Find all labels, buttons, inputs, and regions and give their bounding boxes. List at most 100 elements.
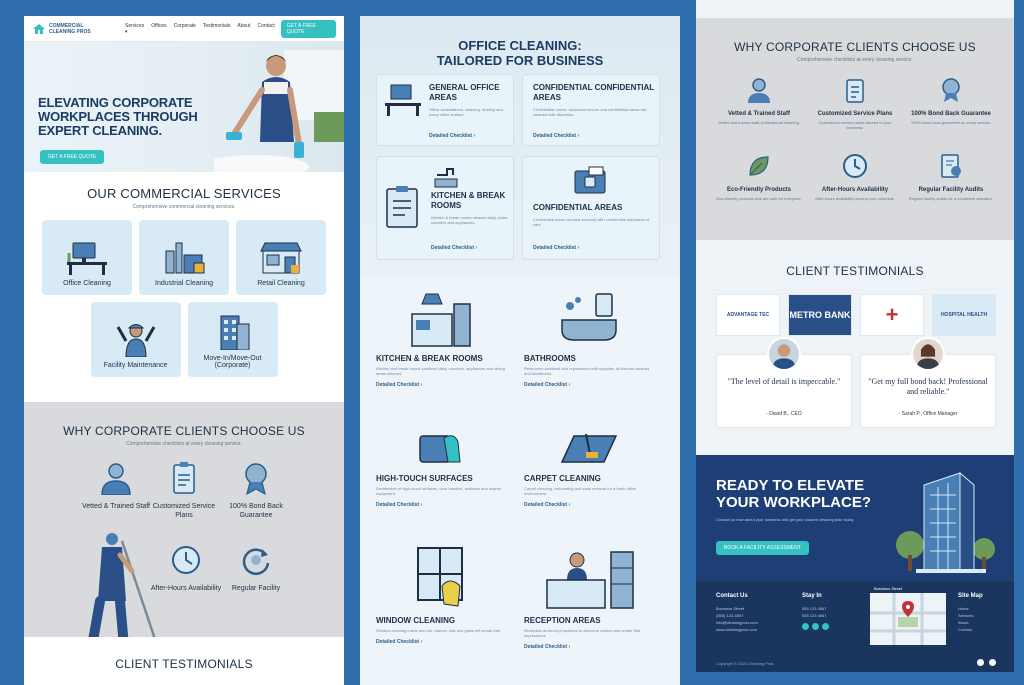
why-subtitle: Comprehensive checklists at every cleani… (797, 57, 913, 63)
why-item-after-hours: After-Hours Availability After-hours ava… (810, 153, 900, 201)
social-icon[interactable] (977, 659, 984, 666)
linkedin-icon[interactable] (822, 623, 829, 630)
nav-about[interactable]: About (237, 22, 251, 29)
avatar (767, 337, 801, 371)
nav-testimonials[interactable]: Testimonials (202, 22, 231, 29)
tile-desc: Kitchen & break rooms cleaned daily, sin… (431, 215, 509, 225)
office-cleaning-title: OFFICE CLEANING: TAILORED FOR BUSINESS (360, 16, 680, 68)
tile-desc: Office workstations, cleaning, dusting a… (429, 107, 503, 117)
hero-quote-button[interactable]: GET A FREE QUOTE (40, 150, 105, 164)
item-windows[interactable]: WINDOW CLEANING Window cleaning inside a… (376, 546, 506, 645)
nav-services[interactable]: Services ▾ (125, 22, 145, 35)
tile-checklist-link[interactable]: Detailed Checklist › (431, 245, 478, 251)
homepage-panel: COMMERCIAL CLEANING PROS Services ▾ Offi… (24, 16, 344, 685)
why-item-facility: Regular Facility (216, 543, 296, 593)
tile-kitchen[interactable]: KITCHEN & BREAK ROOMS Kitchen & break ro… (376, 156, 514, 260)
footer-contact-list: Business Street (555) 123-4567 info@clea… (716, 605, 758, 633)
item-kitchen[interactable]: KITCHEN & BREAK ROOMS Kitchen and break … (376, 290, 506, 388)
item-high-touch[interactable]: HIGH-TOUCH SURFACES Disinfection of high… (376, 428, 506, 508)
item-desc: Kitchen and break rooms sanitized daily,… (376, 366, 505, 376)
why-title: WHY CORPORATE CLIENTS CHOOSE US (734, 40, 976, 54)
service-label: Retail Cleaning (257, 280, 305, 287)
service-card-office[interactable]: Office Cleaning (42, 220, 132, 295)
map-label: Business Street (874, 586, 903, 591)
tile-checklist-link[interactable]: Detailed Checklist › (533, 133, 580, 139)
title-line-2: TAILORED FOR BUSINESS (436, 53, 604, 68)
why-item-staff: Vetted & Trained Staff (76, 461, 156, 511)
tile-checklist-link[interactable]: Detailed Checklist › (429, 133, 476, 139)
tile-general-office[interactable]: GENERAL OFFICE AREAS Office workstations… (376, 74, 514, 146)
why-title: Vetted & Trained Staff (727, 111, 790, 117)
why-desc: After-hours availability around your sch… (814, 196, 896, 201)
social-icon[interactable] (989, 659, 996, 666)
tile-checklist-link[interactable]: Detailed Checklist › (533, 245, 580, 251)
client-logo: METRO BANK (788, 294, 852, 336)
nav-offices[interactable]: Offices (151, 22, 167, 29)
facebook-icon[interactable] (802, 623, 809, 630)
item-carpet[interactable]: CARPET CLEANING Carpet cleaning, vacuumi… (524, 428, 654, 508)
clipboard-icon (173, 462, 195, 494)
why-title: Customized Service Plans (817, 111, 893, 117)
copyright: Copyright © 2024 Cleaning Pros (716, 661, 774, 666)
item-checklist-link[interactable]: Detailed Checklist › (376, 639, 423, 645)
location-map[interactable] (870, 593, 946, 645)
footer-contact-item[interactable]: info@cleaningpros.com (716, 620, 758, 625)
services-grid: Office Cleaning Industrial Cleaning Reta… (24, 210, 344, 377)
why-title: WHY CORPORATE CLIENTS CHOOSE US (63, 424, 305, 438)
item-bathrooms[interactable]: BATHROOMS Restrooms sanitized and replen… (524, 290, 654, 388)
worker-wrench-icon (116, 324, 155, 357)
item-checklist-link[interactable]: Detailed Checklist › (524, 502, 571, 508)
item-desc: Carpet cleaning, vacuuming and stain rem… (524, 486, 636, 496)
twitter-icon[interactable] (812, 623, 819, 630)
item-checklist-link[interactable]: Detailed Checklist › (524, 644, 571, 650)
site-footer: Contact Us Business Street (555) 123-456… (696, 581, 1014, 672)
desk-computer-icon (385, 84, 421, 116)
sitemap-link[interactable]: Services (958, 613, 974, 618)
footer-sitemap-list: Home Services About Contact (958, 605, 973, 633)
sitemap-link[interactable]: Contact (958, 627, 972, 632)
tile-desc: Confidential areas cleaned securely with… (533, 217, 650, 227)
sitemap-link[interactable]: Home (958, 606, 969, 611)
why-label: Regular Facility (231, 585, 281, 592)
item-checklist-link[interactable]: Detailed Checklist › (376, 382, 423, 388)
book-assessment-button[interactable]: BOOK A FACILITY ASSESSMENT (716, 541, 809, 555)
why-item-guarantee: 100% Bond Back Guarantee 100% bond back … (906, 77, 996, 125)
why-desc: Eco-friendly products that are safe for … (716, 196, 802, 201)
footer-contact-item[interactable]: (555) 123-4567 (716, 613, 744, 618)
main-nav: Services ▾ Offices Corporate Testimonial… (125, 23, 275, 35)
services-subtitle: Comprehensive commercial cleaning servic… (132, 204, 236, 210)
services-title: OUR COMMERCIAL SERVICES (87, 186, 281, 201)
header-quote-button[interactable]: GET A FREE QUOTE (280, 19, 336, 38)
hero-title: ELEVATING CORPORATE WORKPLACES THROUGH E… (38, 95, 198, 138)
item-desc: Window cleaning inside and out, frames, … (376, 628, 502, 633)
item-title: WINDOW CLEANING (376, 616, 456, 625)
testimonials-section: CLIENT TESTIMONIALS ADVANTAGE TEC METRO … (696, 240, 1014, 455)
item-checklist-link[interactable]: Detailed Checklist › (376, 502, 423, 508)
tile-confidential-1[interactable]: CONFIDENTIAL CONFIDENTIAL AREAS Confiden… (522, 74, 660, 146)
locked-folder-icon (574, 166, 606, 194)
nav-contact[interactable]: Contact (257, 22, 275, 29)
testimonials-title: CLIENT TESTIMONIALS (786, 264, 924, 278)
tile-confidential-2[interactable]: CONFIDENTIAL AREAS Confidential areas cl… (522, 156, 660, 260)
item-title: KITCHEN & BREAK ROOMS (376, 354, 483, 363)
why-subtitle: Comprehensive checklists at every cleani… (126, 441, 242, 447)
testimonials-header: CLIENT TESTIMONIALS (24, 637, 344, 685)
service-card-industrial[interactable]: Industrial Cleaning (139, 220, 229, 295)
nav-corporate[interactable]: Corporate (173, 22, 196, 29)
tile-title: GENERAL OFFICE AREAS (429, 83, 500, 102)
item-reception[interactable]: RECEPTION AREAS Reception areas kept spo… (524, 546, 654, 650)
item-checklist-link[interactable]: Detailed Checklist › (524, 382, 571, 388)
site-logo[interactable]: COMMERCIAL CLEANING PROS (32, 23, 109, 35)
service-card-move[interactable]: Move-In/Move-Out (Corporate) (187, 302, 278, 377)
service-card-retail[interactable]: Retail Cleaning (236, 220, 326, 295)
factory-icon (165, 242, 205, 274)
services-section: OUR COMMERCIAL SERVICES Comprehensive co… (24, 172, 344, 377)
footer-contact-item[interactable]: www.cleaningpros.com (716, 627, 757, 632)
why-label: Vetted & Trained Staff (82, 503, 150, 510)
sitemap-link[interactable]: About (958, 620, 969, 625)
item-desc: Reception areas kept spotless to welcome… (524, 628, 641, 638)
checklist-icon (386, 186, 418, 228)
why-label: Customized Service Plans (152, 503, 216, 519)
service-card-facility[interactable]: Facility Maintenance (90, 302, 181, 377)
tile-desc: Confidential rooms, document secure and … (533, 107, 647, 117)
